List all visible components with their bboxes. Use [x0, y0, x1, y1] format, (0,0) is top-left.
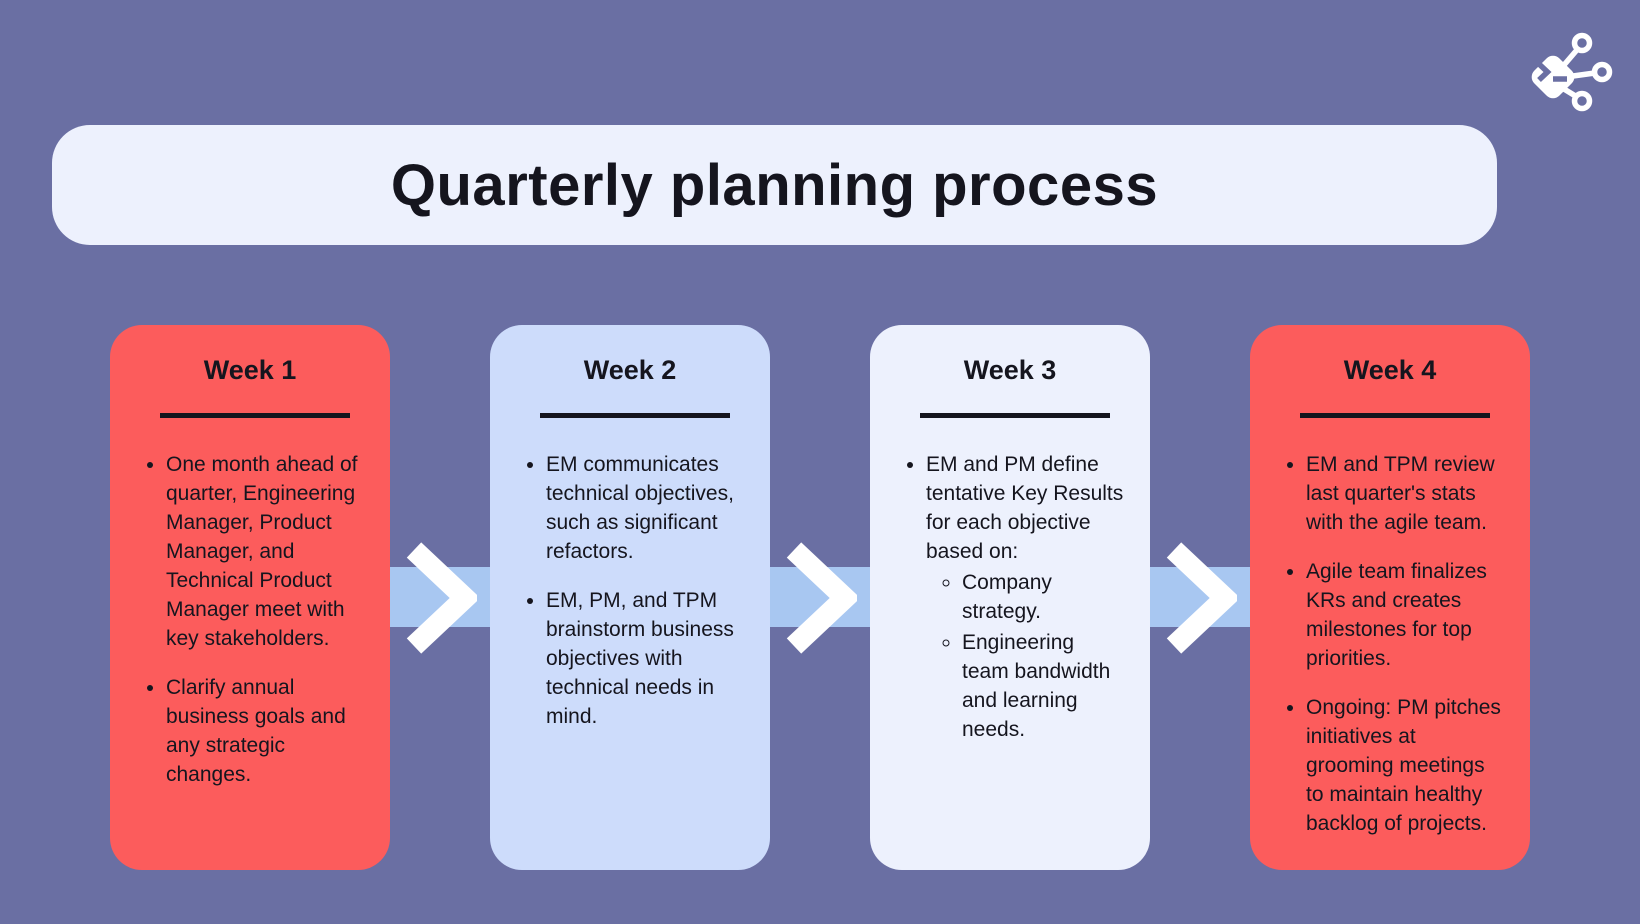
card-heading: Week 3 [963, 355, 1057, 385]
bullet-text: Clarify annual business goals and any st… [166, 676, 346, 786]
page-title: Quarterly planning process [390, 152, 1159, 218]
card-heading: Week 4 [1343, 355, 1437, 385]
list-item: EM, PM, and TPM brainstorm business obje… [546, 586, 746, 731]
card-week-3: Week 3 EM and PM define tentative Key Re… [870, 325, 1150, 870]
list-item: Ongoing: PM pitches initiatives at groom… [1306, 693, 1506, 838]
chevron-right-icon [786, 542, 857, 654]
bullet-list: EM and TPM review last quarter's stats w… [1284, 450, 1506, 838]
bullet-text: EM communicates technical objectives, su… [546, 453, 734, 563]
sub-bullet-text: Engineering team bandwidth and learning … [962, 631, 1111, 741]
list-item: EM communicates technical objectives, su… [546, 450, 746, 566]
sub-bullet-list: Company strategy. Engineering team bandw… [926, 568, 1126, 744]
chevron-right-icon [1166, 542, 1237, 654]
bullet-list: EM communicates technical objectives, su… [524, 450, 746, 731]
list-item: One month ahead of quarter, Engineering … [166, 450, 366, 653]
bullet-text: EM and TPM review last quarter's stats w… [1306, 453, 1495, 534]
card-week-2: Week 2 EM communicates technical objecti… [490, 325, 770, 870]
heading-divider [540, 413, 730, 418]
card-week-1: Week 1 One month ahead of quarter, Engin… [110, 325, 390, 870]
list-item: EM and TPM review last quarter's stats w… [1306, 450, 1506, 537]
heading-divider [1300, 413, 1490, 418]
sub-list-item: Engineering team bandwidth and learning … [962, 628, 1126, 744]
title-banner: Quarterly planning process [52, 125, 1497, 245]
list-item: Clarify annual business goals and any st… [166, 673, 366, 789]
chevron-right-icon [406, 542, 477, 654]
bullet-text: EM and PM define tentative Key Results f… [926, 453, 1124, 563]
heading-divider [160, 413, 350, 418]
bullet-list: EM and PM define tentative Key Results f… [904, 450, 1126, 744]
bullet-list: One month ahead of quarter, Engineering … [144, 450, 366, 789]
card-heading: Week 2 [583, 355, 677, 385]
bullet-text: EM, PM, and TPM brainstorm business obje… [546, 589, 734, 728]
sub-list-item: Company strategy. [962, 568, 1126, 626]
sub-bullet-text: Company strategy. [962, 571, 1052, 623]
list-item: EM and PM define tentative Key Results f… [926, 450, 1126, 744]
card-heading: Week 1 [203, 355, 297, 385]
bullet-text: Ongoing: PM pitches initiatives at groom… [1306, 696, 1501, 835]
terminal-share-logo-icon [1531, 32, 1613, 112]
card-week-4: Week 4 EM and TPM review last quarter's … [1250, 325, 1530, 870]
list-item: Agile team finalizes KRs and creates mil… [1306, 557, 1506, 673]
bullet-text: Agile team finalizes KRs and creates mil… [1306, 560, 1487, 670]
heading-divider [920, 413, 1110, 418]
bullet-text: One month ahead of quarter, Engineering … [166, 453, 358, 650]
